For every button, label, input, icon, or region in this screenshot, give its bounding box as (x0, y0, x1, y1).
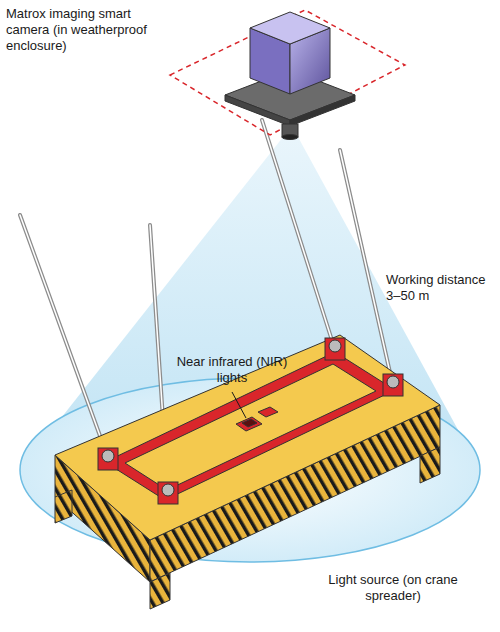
leader-line (232, 392, 246, 418)
distance-label: Working distance 3–50 m (386, 272, 496, 304)
enclosure-outline (170, 10, 405, 135)
crane-spreader (55, 335, 440, 609)
nir-light (236, 417, 262, 431)
nir-label: Near infrared (NIR) lights (176, 354, 288, 386)
light-source-blocks (98, 338, 403, 504)
camera-label: Matrox imaging smart camera (in weatherp… (6, 6, 171, 54)
light-source-label: Light source (on crane spreader) (318, 572, 468, 604)
smart-camera (225, 12, 355, 140)
